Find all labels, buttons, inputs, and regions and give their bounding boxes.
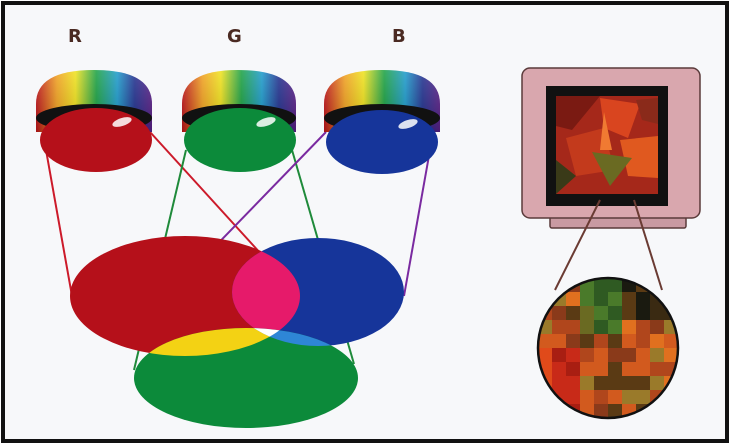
pixel-cell: [636, 334, 650, 348]
pixel-cell: [650, 320, 664, 334]
pixel-cell: [650, 362, 664, 376]
pixel-cell: [608, 334, 622, 348]
pixel-cell: [594, 306, 608, 320]
pixel-cell: [552, 306, 566, 320]
pixel-cell: [650, 306, 664, 320]
pixel-cell: [608, 376, 622, 390]
pixel-cell: [566, 320, 580, 334]
pixel-cell: [566, 306, 580, 320]
pixel-cell: [608, 306, 622, 320]
pixel-cell: [566, 362, 580, 376]
pixel-cell: [622, 376, 636, 390]
pixel-cell: [636, 320, 650, 334]
green-channel-label: G: [227, 26, 242, 47]
pixel-cell: [636, 362, 650, 376]
leaf-photo: [556, 96, 658, 194]
pixel-zoom-icon: [538, 278, 678, 418]
pixel-cell: [650, 348, 664, 362]
pixel-cell: [580, 362, 594, 376]
pixel-cell: [552, 320, 566, 334]
pixel-cell: [566, 348, 580, 362]
pixel-cell: [650, 334, 664, 348]
pixel-cell: [580, 292, 594, 306]
pixel-cell: [594, 390, 608, 404]
pixel-cell: [594, 348, 608, 362]
pixel-cell: [566, 390, 580, 404]
pixel-cell: [552, 348, 566, 362]
pixel-cell: [594, 292, 608, 306]
pixel-cell: [566, 292, 580, 306]
pixel-cell: [580, 320, 594, 334]
pixel-cell: [566, 376, 580, 390]
pixel-cell: [594, 376, 608, 390]
pixel-cell: [552, 334, 566, 348]
pixel-cell: [636, 348, 650, 362]
pixel-cell: [622, 348, 636, 362]
green-filter-icon: [182, 70, 296, 172]
pixel-cell: [552, 376, 566, 390]
pixel-cell: [566, 334, 580, 348]
pixel-cell: [594, 320, 608, 334]
pixel-cell: [622, 362, 636, 376]
pixel-cell: [594, 362, 608, 376]
pixel-cell: [594, 334, 608, 348]
pixel-cell: [636, 306, 650, 320]
pixel-cell: [622, 390, 636, 404]
red-channel-label: R: [68, 26, 82, 47]
pixel-cell: [608, 362, 622, 376]
pixel-cell: [622, 334, 636, 348]
pixel-cell: [608, 348, 622, 362]
pixel-cell: [636, 292, 650, 306]
pixel-cell: [608, 292, 622, 306]
pixel-cell: [580, 376, 594, 390]
blue-channel-label: B: [392, 26, 406, 47]
pixel-cell: [622, 306, 636, 320]
pixel-cell: [552, 362, 566, 376]
pixel-cell: [622, 320, 636, 334]
pixel-cell: [608, 390, 622, 404]
pixel-cell: [636, 376, 650, 390]
pixel-cell: [580, 348, 594, 362]
pixel-cell: [580, 306, 594, 320]
pixel-cell: [608, 320, 622, 334]
pixel-cell: [580, 334, 594, 348]
pixel-cell: [636, 390, 650, 404]
pixel-cell: [622, 292, 636, 306]
red-filter-icon: [36, 70, 152, 172]
pixel-cell: [650, 376, 664, 390]
pixel-cell: [580, 390, 594, 404]
blue-filter-icon: [324, 70, 440, 174]
